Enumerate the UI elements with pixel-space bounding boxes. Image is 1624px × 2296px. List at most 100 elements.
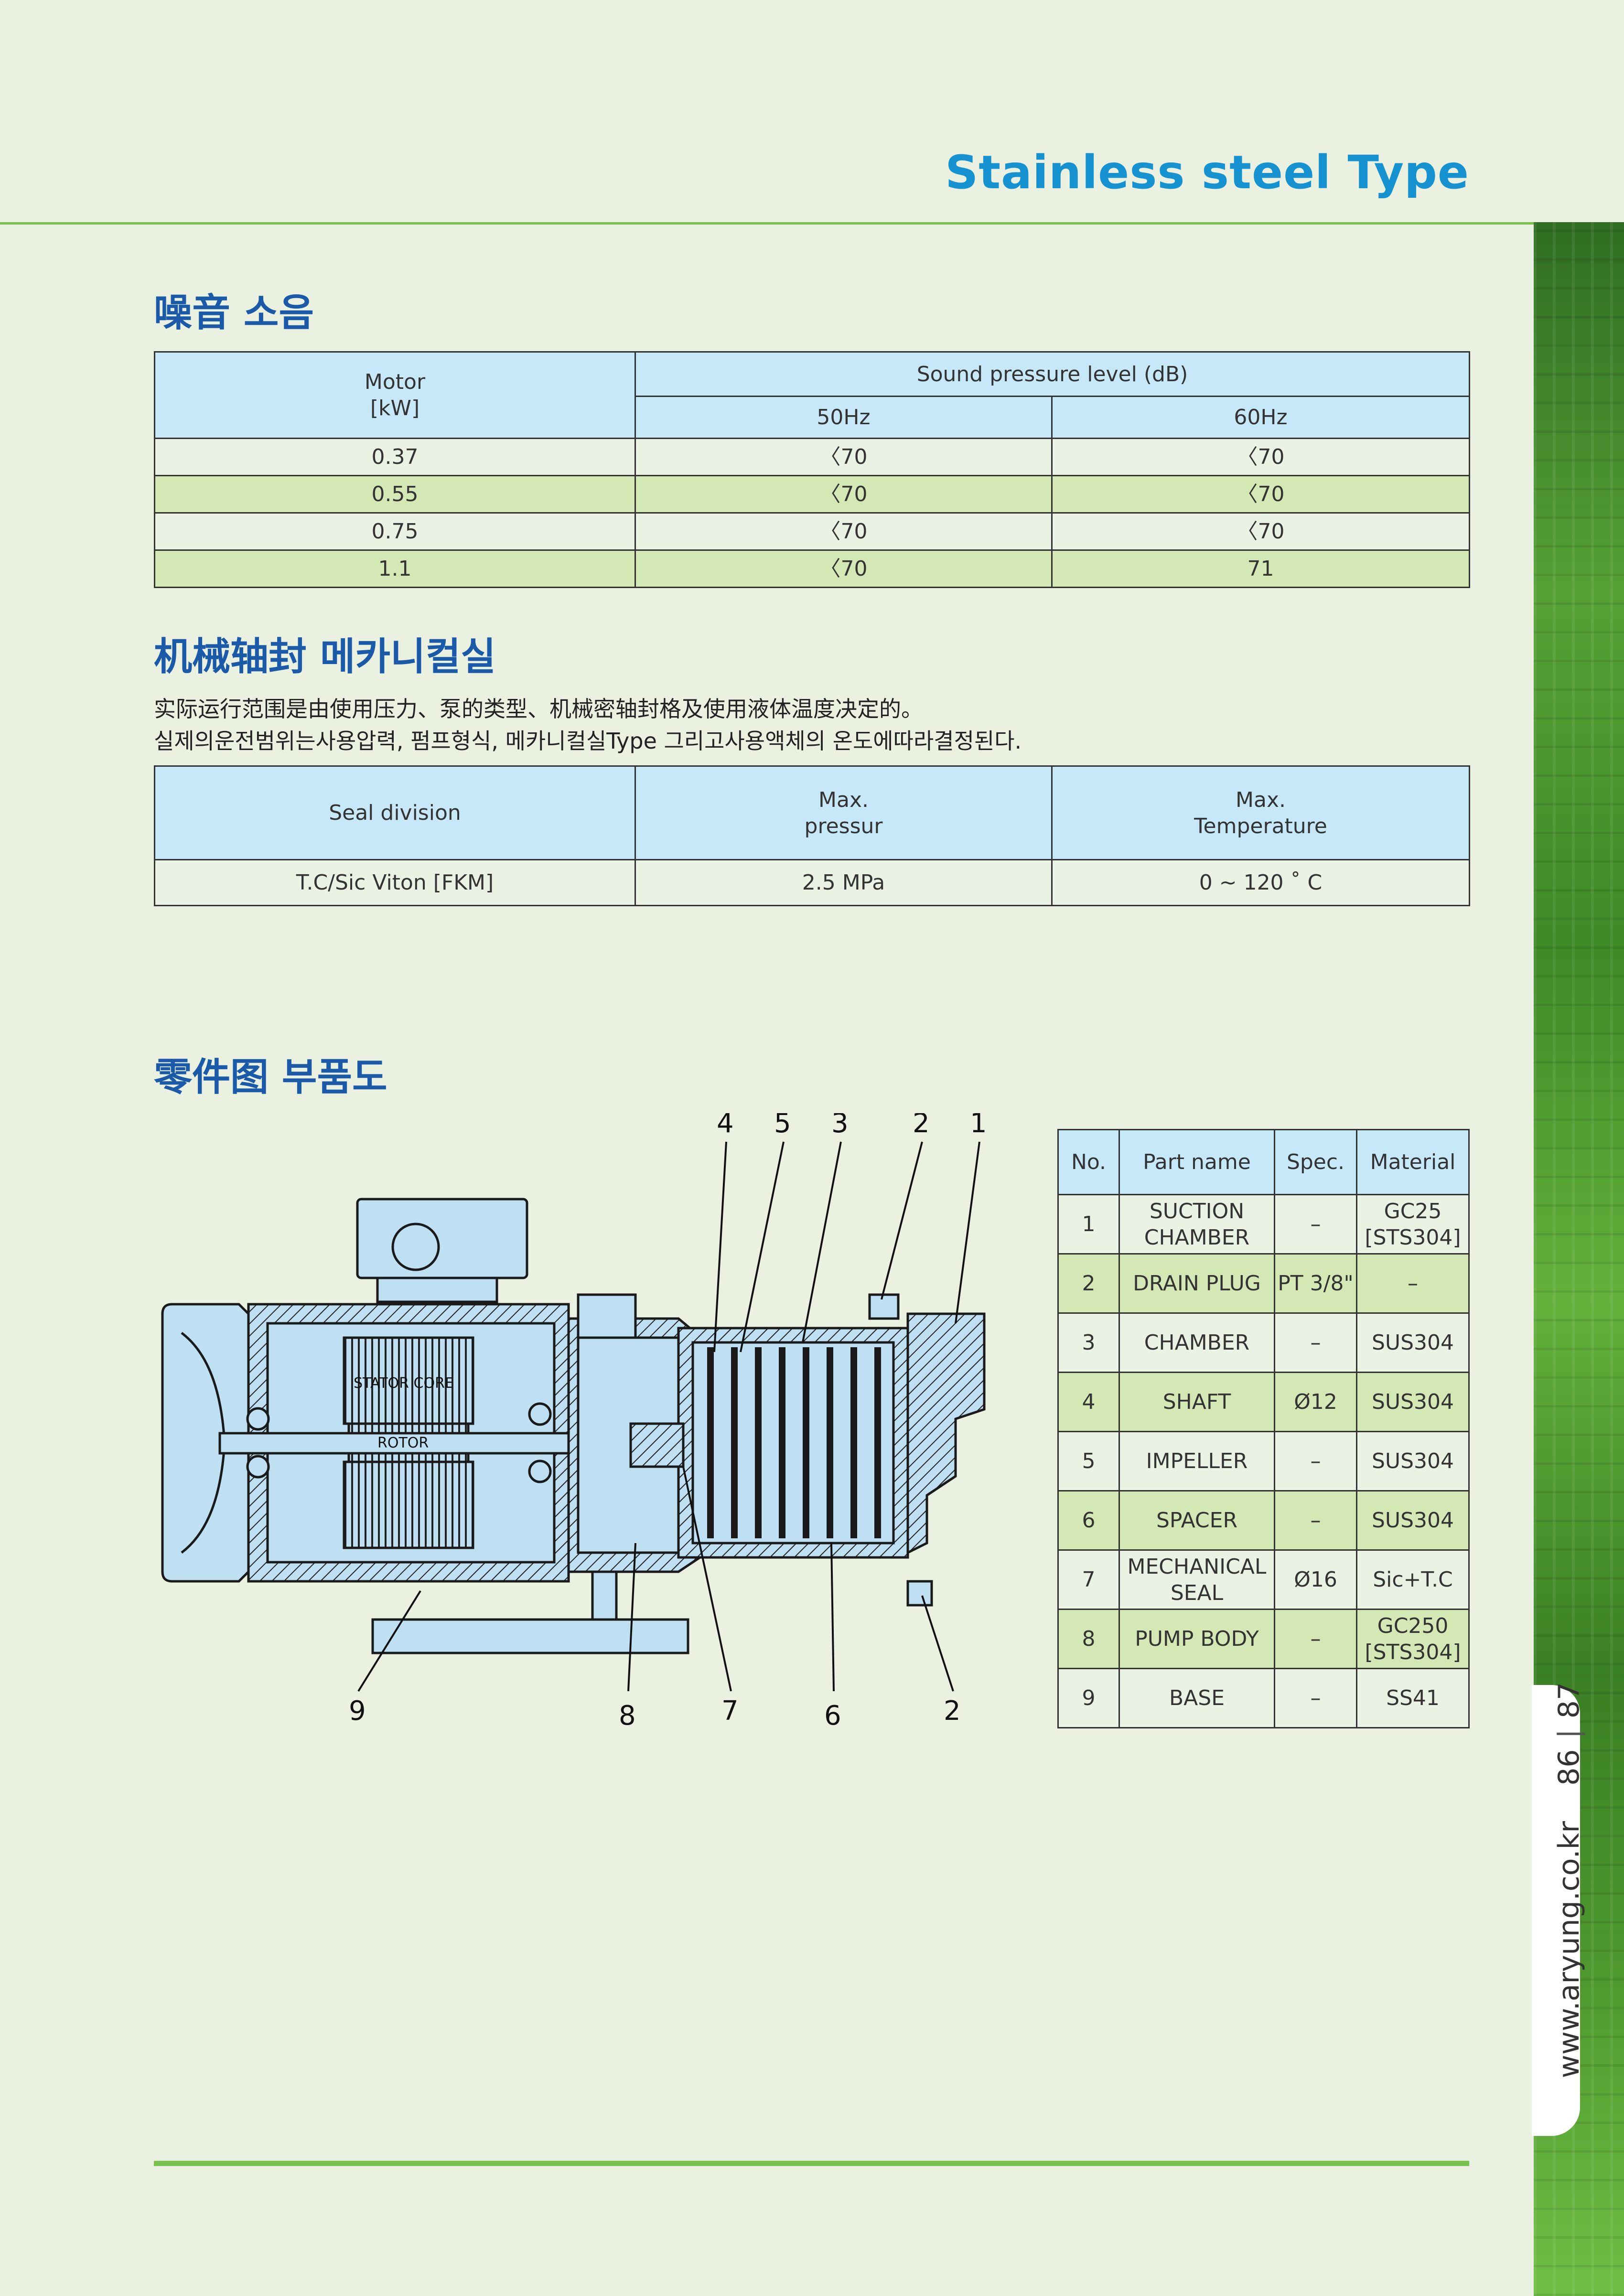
- spec-cell: –: [1274, 1312, 1357, 1373]
- motor-cell: 1.1: [154, 549, 636, 588]
- terminal-box: [356, 1198, 528, 1279]
- part-name-cell: SUCTION CHAMBER: [1119, 1194, 1275, 1255]
- seal-header-row: Seal division Max. pressur Max. Temperat…: [154, 765, 1470, 860]
- callout-bottom-9: 9: [349, 1695, 366, 1727]
- side-footer-text: www.aryung.co.kr 86 | 87: [1552, 1682, 1586, 2078]
- hz60-cell: 〈70: [1051, 475, 1471, 514]
- side-tab: [1532, 1685, 1580, 2136]
- part-name-cell: PUMP BODY: [1119, 1609, 1275, 1669]
- table-row: 5 IMPELLER – SUS304: [1057, 1431, 1470, 1491]
- hz60-cell: 71: [1051, 549, 1471, 588]
- motor-cell: 0.75: [154, 512, 636, 551]
- part-name-cell: IMPELLER: [1119, 1431, 1275, 1491]
- table-row: 0.75 〈70 〈70: [154, 512, 1471, 551]
- noise-table: Motor [kW] Sound pressure level (dB) 50H…: [154, 351, 1471, 588]
- hz50-cell: 〈70: [635, 549, 1053, 588]
- page-number-left: 86: [1552, 1749, 1586, 1786]
- seal-description-kr: 실제의운전범위는사용압력, 펌프형식, 메카니컬실Type 그리고사용액체의 온…: [154, 728, 1022, 754]
- max-pressure-header: Max. pressur: [635, 765, 1053, 860]
- parts-header-row: No. Part name Spec. Material: [1057, 1129, 1470, 1195]
- material-cell: –: [1356, 1253, 1470, 1314]
- no-cell: 8: [1057, 1609, 1120, 1669]
- material-cell: SUS304: [1356, 1372, 1470, 1432]
- table-row: 0.55 〈70 〈70: [154, 475, 1471, 514]
- table-row: 9 BASE – SS41: [1057, 1668, 1470, 1728]
- page-header-title: Stainless steel Type: [945, 146, 1469, 199]
- no-cell: 6: [1057, 1490, 1120, 1551]
- website-url[interactable]: www.aryung.co.kr: [1552, 1821, 1586, 2078]
- seal-description-cn: 实际运行范围是由使用压力、泵的类型、机械密轴封格及使用液体温度决定的。: [154, 696, 923, 722]
- page-number-right: 87: [1552, 1682, 1586, 1719]
- seal-table: Seal division Max. pressur Max. Temperat…: [154, 765, 1470, 906]
- callout-top-5: 5: [774, 1113, 791, 1139]
- table-row: 4 SHAFT Ø12 SUS304: [1057, 1372, 1470, 1432]
- pump-cross-section-diagram: STATOR CORE ROTOR 4 5 3 2 1 9 8 7 6 2: [161, 1113, 987, 1731]
- callout-bottom-7: 7: [721, 1695, 739, 1727]
- callout-bottom-8: 8: [619, 1700, 636, 1731]
- spec-cell: Ø12: [1274, 1372, 1357, 1432]
- spec-cell: –: [1274, 1431, 1357, 1491]
- spec-cell: –: [1274, 1194, 1357, 1255]
- spec-cell: Ø16: [1274, 1549, 1357, 1610]
- callout-bottom-2: 2: [944, 1695, 961, 1727]
- hz60-cell: 〈70: [1051, 512, 1471, 551]
- motor-cell: 0.55: [154, 475, 636, 514]
- hz50-cell: 〈70: [635, 438, 1053, 476]
- seal-section-title: 机械轴封 메카니컬실: [154, 634, 496, 679]
- hz50-cell: 〈70: [635, 475, 1053, 514]
- noise-subheader-row: 50Hz 60Hz: [155, 396, 1471, 439]
- stator-label: STATOR CORE: [354, 1375, 454, 1392]
- part-name-cell: SPACER: [1119, 1490, 1275, 1551]
- part-name-cell: MECHANICAL SEAL: [1119, 1549, 1275, 1610]
- material-cell: SUS304: [1356, 1312, 1470, 1373]
- callout-top-1: 1: [970, 1113, 987, 1139]
- page-separator: |: [1552, 1729, 1586, 1739]
- rotor-label: ROTOR: [377, 1435, 429, 1451]
- callout-bottom-6: 6: [824, 1700, 841, 1731]
- part-name-cell: DRAIN PLUG: [1119, 1253, 1275, 1314]
- table-row: 1 SUCTION CHAMBER – GC25 [STS304]: [1057, 1194, 1470, 1255]
- motor-header: Motor [kW]: [154, 351, 636, 439]
- parts-section-title: 零件图 부품도: [154, 1055, 387, 1099]
- noise-header-row: Motor [kW] Sound pressure level (dB): [154, 351, 1471, 439]
- material-header: Material: [1356, 1129, 1470, 1195]
- material-cell: SUS304: [1356, 1490, 1470, 1551]
- table-row: 6 SPACER – SUS304: [1057, 1490, 1470, 1551]
- hz60-header: 60Hz: [1051, 396, 1471, 439]
- noise-section-title: 噪音 소음: [154, 290, 314, 335]
- no-header: No.: [1057, 1129, 1120, 1195]
- part-name-cell: BASE: [1119, 1668, 1275, 1728]
- header-divider: [0, 222, 1534, 225]
- callout-top-2: 2: [913, 1113, 930, 1139]
- motor-cell: 0.37: [154, 438, 636, 476]
- bottom-divider: [154, 2161, 1469, 2166]
- spec-cell: –: [1274, 1490, 1357, 1551]
- seal-division-header: Seal division: [154, 765, 636, 860]
- table-row: 3 CHAMBER – SUS304: [1057, 1312, 1470, 1373]
- table-row: T.C/Sic Viton [FKM] 2.5 MPa 0 ~ 120 ˚ C: [154, 859, 1470, 906]
- material-cell: GC25 [STS304]: [1356, 1194, 1470, 1255]
- mechanical-seal: [629, 1422, 685, 1468]
- no-cell: 1: [1057, 1194, 1120, 1255]
- no-cell: 9: [1057, 1668, 1120, 1728]
- material-cell: GC250 [STS304]: [1356, 1609, 1470, 1669]
- no-cell: 4: [1057, 1372, 1120, 1432]
- part-name-header: Part name: [1119, 1129, 1275, 1195]
- table-row: 0.37 〈70 〈70: [154, 438, 1471, 476]
- no-cell: 7: [1057, 1549, 1120, 1610]
- spec-cell: PT 3/8": [1274, 1253, 1357, 1314]
- spec-header: Spec.: [1274, 1129, 1357, 1195]
- max-pressure-cell: 2.5 MPa: [635, 859, 1053, 906]
- base-plate: [371, 1618, 689, 1654]
- hz50-header: 50Hz: [635, 396, 1053, 439]
- material-cell: Sic+T.C: [1356, 1549, 1470, 1610]
- callout-top-4: 4: [717, 1113, 734, 1139]
- table-row: 1.1 〈70 71: [154, 549, 1471, 588]
- parts-table: No. Part name Spec. Material 1 SUCTION C…: [1057, 1129, 1470, 1728]
- table-row: 8 PUMP BODY – GC250 [STS304]: [1057, 1609, 1470, 1669]
- table-row: 2 DRAIN PLUG PT 3/8" –: [1057, 1253, 1470, 1314]
- hz50-cell: 〈70: [635, 512, 1053, 551]
- fan-cover: [161, 1303, 250, 1583]
- max-temperature-header: Max. Temperature: [1051, 765, 1470, 860]
- seal-division-cell: T.C/Sic Viton [FKM]: [154, 859, 636, 906]
